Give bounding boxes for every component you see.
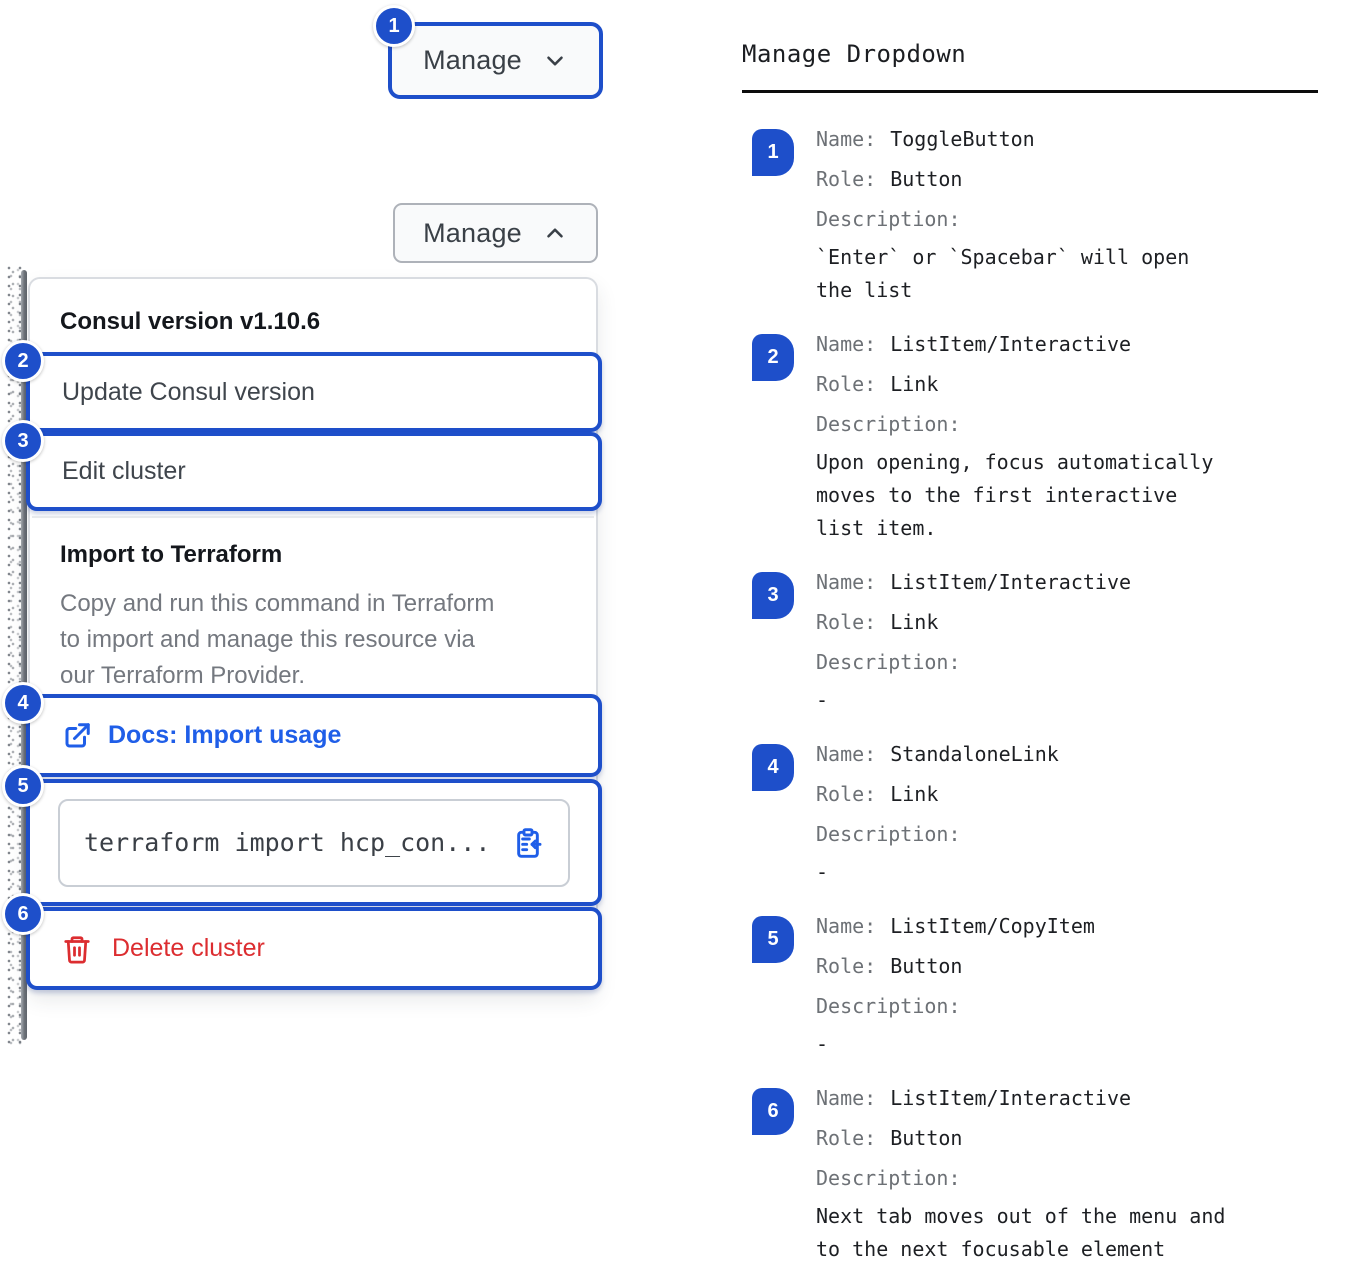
import-section-description: Copy and run this command in Terraform t… (60, 590, 495, 689)
terraform-command-field[interactable]: terraform import hcp_con... (58, 798, 570, 887)
annotation-item-2: 2 Name: ListItem/Interactive Role: Link De… (742, 324, 1322, 545)
annotation-heading: Manage Dropdown (742, 40, 967, 68)
component-role: Button (890, 167, 963, 191)
name-label: Name: (816, 570, 877, 594)
component-role: Link (890, 782, 939, 806)
annotation-badge-6: 6 (752, 1088, 794, 1135)
annotation-marker-6: 6 (2, 893, 44, 935)
manage-toggle-button-open[interactable]: Manage (393, 203, 598, 263)
annotation-item-4: 4 Name: StandaloneLink Role: Link Descript… (742, 734, 1322, 889)
chevron-down-icon (547, 55, 563, 66)
component-description: `Enter` or `Spacebar` will open the list (816, 245, 1190, 302)
annotation-badge-5: 5 (752, 916, 794, 963)
annotation-badge-4: 4 (752, 744, 794, 791)
heading-rule (742, 90, 1318, 93)
component-name: ListItem/Interactive (890, 1086, 1132, 1110)
annotation-badge-3: 3 (752, 572, 794, 619)
component-name: ListItem/CopyItem (890, 914, 1095, 938)
annotation-marker-1: 1 (373, 5, 415, 47)
name-label: Name: (816, 914, 877, 938)
annotation-badge-2: 2 (752, 334, 794, 381)
manage-button-label: Manage (423, 217, 522, 248)
annotation-marker-5: 5 (2, 765, 44, 807)
annotation-item-1: 1 Name: ToggleButton Role: Button Descript… (742, 119, 1322, 307)
chevron-up-icon (547, 228, 563, 238)
menu-separator (32, 516, 594, 518)
component-description: - (816, 860, 829, 884)
component-name: StandaloneLink (890, 742, 1059, 766)
role-label: Role: (816, 610, 877, 634)
description-label: Description: (816, 412, 961, 436)
copy-to-clipboard-icon[interactable] (512, 827, 544, 859)
annotation-item-3: 3 Name: ListItem/Interactive Role: Link De… (742, 562, 1322, 717)
description-label: Description: (816, 650, 961, 674)
external-link-icon (65, 722, 90, 747)
menu-item-label: Edit cluster (62, 457, 186, 485)
name-label: Name: (816, 742, 877, 766)
annotation-marker-3: 3 (2, 420, 44, 462)
component-name: ListItem/Interactive (890, 332, 1132, 356)
manage-button-label: Manage (423, 45, 522, 75)
annotation-item-6: 6 Name:ListItem/Interactive Role:Button … (742, 1078, 1322, 1266)
menu-item-update-consul-version[interactable]: Update Consul version (26, 352, 602, 432)
role-label: Role: (816, 782, 877, 806)
role-label: Role: (816, 372, 877, 396)
name-label: Name: (816, 127, 877, 151)
description-label: Description: (816, 994, 961, 1018)
annotation-marker-4: 4 (2, 682, 44, 724)
docs-import-usage-link[interactable]: Docs: Import usage (62, 721, 341, 751)
component-role: Link (890, 372, 939, 396)
name-label: Name: (816, 332, 877, 356)
description-label: Description: (816, 1166, 961, 1190)
annotation-item-5: 5 Name: ListItem/CopyItem Role: Button Des… (742, 906, 1322, 1061)
docs-link-label: Docs: Import usage (108, 721, 342, 749)
component-description: Upon opening, focus automatically moves … (816, 450, 1214, 540)
name-label: Name: (816, 1086, 877, 1110)
description-label: Description: (816, 207, 961, 231)
torn-edge-line (21, 270, 27, 1040)
consul-version-header: Consul version v1.10.6 (60, 308, 321, 335)
component-name: ToggleButton (890, 127, 1035, 151)
role-label: Role: (816, 1126, 877, 1150)
menu-item-delete-cluster[interactable]: Delete cluster (26, 907, 602, 990)
role-label: Role: (816, 954, 877, 978)
component-description: - (816, 1032, 829, 1056)
menu-item-edit-cluster[interactable]: Edit cluster (26, 432, 602, 511)
component-role: Link (890, 610, 939, 634)
import-section-title: Import to Terraform (60, 541, 283, 568)
role-label: Role: (816, 167, 877, 191)
component-role: Button (890, 1126, 963, 1150)
menu-item-docs-import-usage[interactable]: Docs: Import usage (26, 694, 602, 777)
menu-item-copy-command: terraform import hcp_con... (26, 779, 602, 906)
annotation-badge-1: 1 (752, 129, 794, 176)
component-description: Next tab moves out of the menu and to th… (816, 1204, 1226, 1261)
delete-cluster-label: Delete cluster (112, 934, 265, 962)
manage-toggle-button-closed[interactable]: Manage (388, 22, 603, 99)
terraform-command-text: terraform import hcp_con... (84, 828, 491, 857)
component-name: ListItem/Interactive (890, 570, 1132, 594)
component-description: - (816, 688, 829, 712)
trash-icon (64, 935, 90, 963)
component-role: Button (890, 954, 963, 978)
menu-item-label: Update Consul version (62, 377, 315, 406)
annotation-panel: Manage Dropdown 1 Name: ToggleButton Role… (742, 40, 1322, 1282)
description-label: Description: (816, 822, 961, 846)
annotation-marker-2: 2 (2, 340, 44, 382)
delete-cluster-action[interactable]: Delete cluster (62, 934, 265, 964)
